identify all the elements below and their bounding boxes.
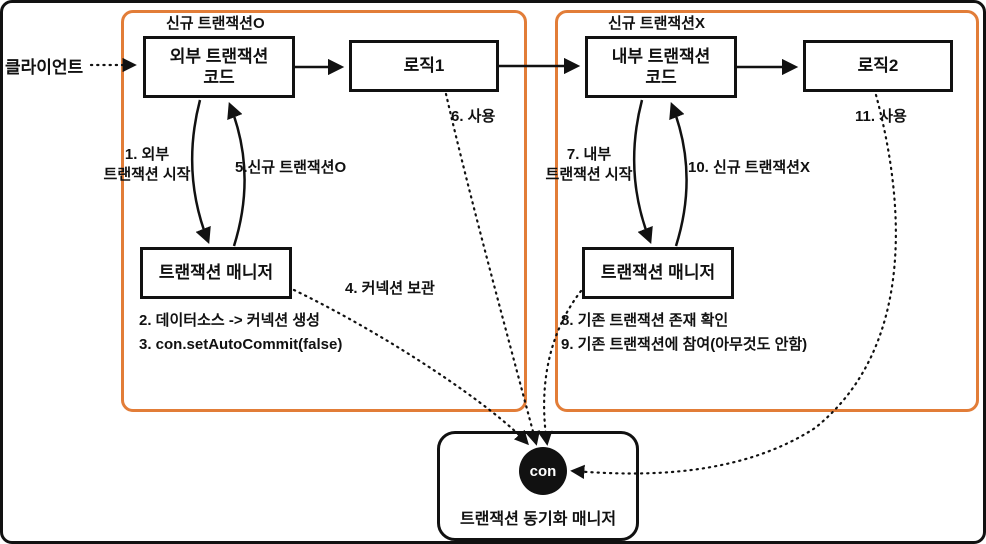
step5-label: 5.신규 트랜잭션O [235,159,347,176]
step1-label: 1. 외부 트랜잭션 시작 [103,146,191,183]
logic1-box: 로직1 [349,40,499,92]
logic2-box: 로직2 [803,40,953,92]
step10-label: 10. 신규 트랜잭션X [688,159,810,176]
right-panel-title: 신규 트랜잭션X [608,15,705,32]
transaction-manager-left-box: 트랜잭션 매니저 [140,247,292,299]
connection-circle: con [519,447,567,495]
step11-label: 11. 사용 [855,108,907,125]
client-label: 클라이언트 [5,58,84,77]
inner-transaction-code-box: 내부 트랜잭션 코드 [585,36,737,98]
transaction-sync-manager-label: 트랜잭션 동기화 매니저 [459,511,617,528]
step6-label: 6. 사용 [451,108,496,125]
transaction-manager-right-box: 트랜잭션 매니저 [582,247,734,299]
step8-label: 8. 기존 트랜잭션 존재 확인 [561,312,729,329]
left-panel-title: 신규 트랜잭션O [166,15,265,32]
step7-label: 7. 내부 트랜잭션 시작 [545,146,633,183]
outer-transaction-code-box: 외부 트랜잭션 코드 [143,36,295,98]
step3-label: 3. con.setAutoCommit(false) [139,336,343,353]
step2-label: 2. 데이터소스 -> 커넥션 생성 [139,312,320,329]
step4-label: 4. 커넥션 보관 [345,280,435,297]
step9-label: 9. 기존 트랜잭션에 참여(아무것도 안함) [561,336,808,353]
